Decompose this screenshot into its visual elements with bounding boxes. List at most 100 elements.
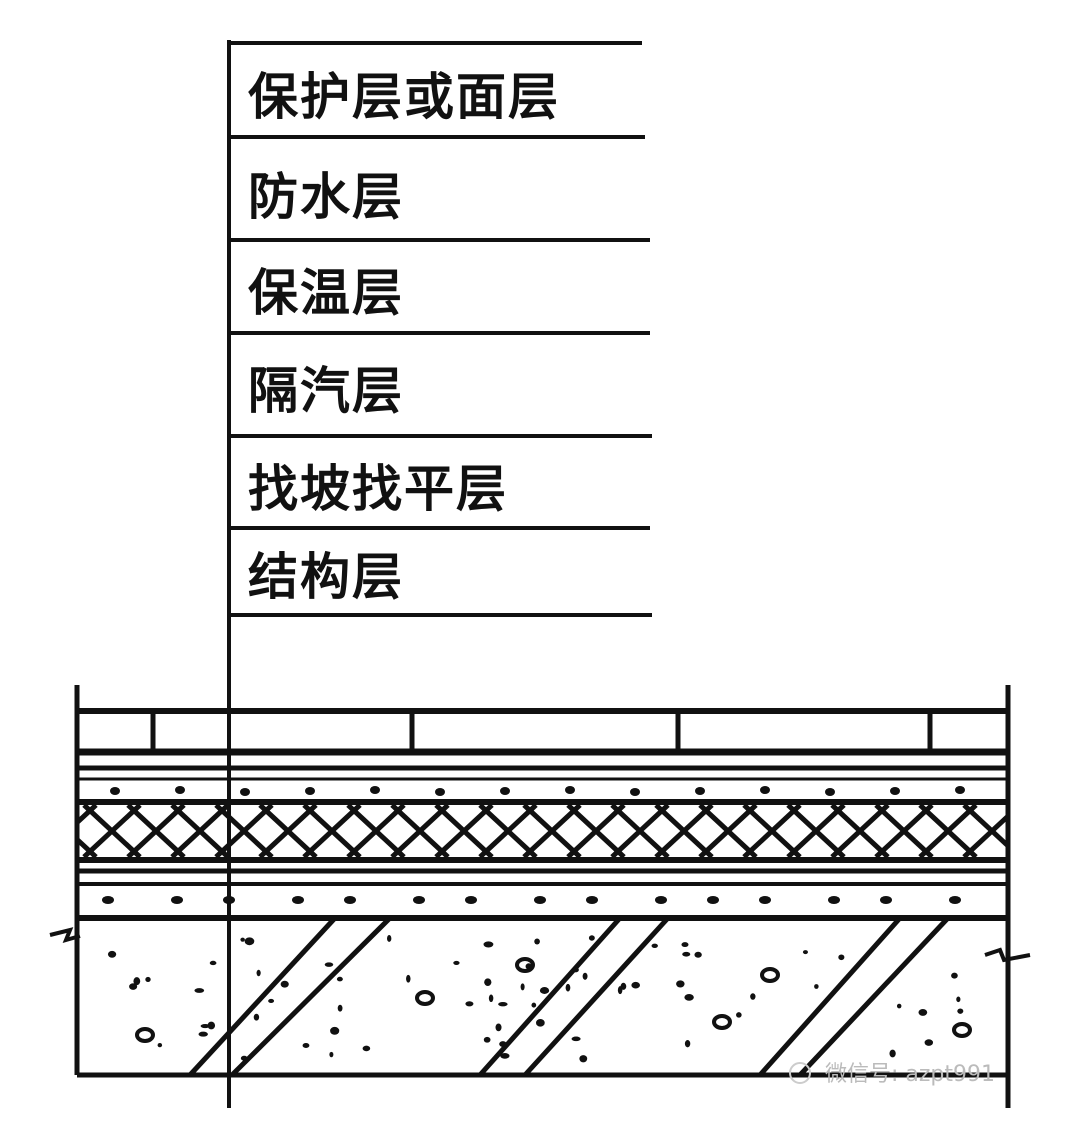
crosshatch-line bbox=[522, 803, 582, 859]
hatch-line bbox=[758, 916, 902, 1077]
aggregate-dot bbox=[500, 787, 510, 795]
layer-label-structural: 结构层 bbox=[248, 548, 404, 606]
aggregate-dot bbox=[240, 1055, 248, 1061]
hatch-line bbox=[188, 916, 337, 1077]
aggregate-dot bbox=[682, 951, 691, 957]
aggregate-dot bbox=[413, 896, 425, 904]
aggregate-dot bbox=[750, 993, 756, 1000]
watermark-text: 微信号: azpt991 bbox=[825, 1062, 995, 1087]
crosshatch-line bbox=[126, 803, 186, 859]
aggregate-dot bbox=[681, 942, 689, 948]
leader-lines bbox=[227, 40, 652, 1108]
crosshatch-line bbox=[874, 803, 934, 859]
crosshatch-line bbox=[1006, 853, 1008, 857]
aggregate-dot bbox=[684, 993, 694, 1001]
aggregate-dot bbox=[565, 983, 571, 992]
layer-label-vapor-barrier: 隔汽层 bbox=[248, 362, 404, 420]
crosshatch-line bbox=[170, 803, 230, 859]
aggregate-pebble bbox=[760, 967, 780, 983]
aggregate-dot bbox=[565, 786, 575, 794]
aggregate-dot bbox=[499, 1041, 507, 1047]
aggregate-pebble bbox=[415, 990, 435, 1006]
crosshatch-line bbox=[918, 803, 978, 859]
layer-label-waterproof: 防水层 bbox=[248, 168, 404, 226]
aggregate-dot bbox=[292, 896, 304, 904]
aggregate-dot bbox=[924, 1039, 934, 1046]
aggregate-dot bbox=[534, 938, 540, 945]
crosshatch-line bbox=[610, 803, 670, 859]
aggregate-dot bbox=[198, 1031, 208, 1037]
watermark: 微信号: azpt991 bbox=[789, 1062, 995, 1087]
aggregate-dot bbox=[102, 896, 114, 904]
aggregate-dot bbox=[200, 1024, 210, 1029]
crosshatch-line bbox=[478, 803, 538, 859]
aggregate-dot bbox=[107, 950, 117, 958]
aggregate-dot bbox=[465, 1001, 474, 1007]
aggregate-dot bbox=[951, 972, 958, 979]
aggregate-dot bbox=[759, 896, 771, 904]
aggregate-dot bbox=[324, 962, 334, 967]
aggregate-dot bbox=[495, 1023, 502, 1032]
aggregate-dot bbox=[694, 951, 702, 958]
aggregate-dot bbox=[535, 1019, 545, 1027]
aggregate-dot bbox=[539, 987, 550, 994]
crosshatch-line bbox=[1006, 805, 1008, 809]
section-drawing bbox=[49, 685, 1031, 1108]
crosshatch-line bbox=[786, 803, 846, 859]
aggregate-dot bbox=[268, 998, 275, 1004]
aggregate-dot bbox=[175, 786, 185, 794]
aggregate-dot bbox=[370, 786, 380, 794]
crosshatch-line bbox=[77, 835, 98, 859]
aggregate-dot bbox=[617, 986, 623, 995]
aggregate-dot bbox=[209, 960, 217, 966]
aggregate-dot bbox=[825, 788, 835, 796]
crosshatch-line bbox=[962, 812, 1008, 859]
aggregate-dot bbox=[676, 980, 685, 988]
aggregate-dot bbox=[651, 943, 658, 949]
aggregate-dot bbox=[586, 896, 598, 904]
aggregate-dot bbox=[571, 1036, 581, 1042]
aggregate-dot bbox=[579, 1055, 588, 1063]
aggregate-dot bbox=[194, 988, 205, 993]
aggregate-dot bbox=[329, 1051, 334, 1058]
aggregate-dot bbox=[838, 954, 845, 961]
aggregate-dot bbox=[880, 896, 892, 904]
crosshatch-line bbox=[566, 803, 626, 859]
wechat-icon bbox=[789, 1062, 811, 1084]
crosshatch-line bbox=[434, 803, 494, 859]
hatch-line bbox=[798, 916, 950, 1077]
aggregate-dot bbox=[253, 1013, 260, 1021]
aggregate-dot bbox=[707, 896, 719, 904]
insulation-crosshatch bbox=[77, 803, 1008, 859]
aggregate-dot bbox=[387, 934, 392, 942]
aggregate-dot bbox=[531, 1002, 537, 1008]
aggregate-dot bbox=[890, 787, 900, 795]
aggregate-dot bbox=[406, 974, 411, 983]
aggregate-pebble bbox=[135, 1027, 155, 1043]
aggregate-dot bbox=[484, 978, 492, 986]
aggregate-dot bbox=[344, 896, 356, 904]
aggregate-dot bbox=[695, 787, 705, 795]
aggregate-dot bbox=[828, 896, 840, 904]
aggregate-dot bbox=[889, 1049, 896, 1058]
aggregate-dot bbox=[630, 788, 640, 796]
aggregate-dot bbox=[256, 969, 261, 977]
layer-labels: 保护层或面层 防水层 保温层 隔汽层 找坡找平层 结构层 bbox=[248, 68, 560, 606]
layer-label-insulation: 保温层 bbox=[248, 264, 404, 322]
concrete-hatching bbox=[188, 916, 950, 1077]
aggregate-pebble bbox=[515, 957, 535, 973]
aggregate-dot bbox=[631, 981, 640, 989]
aggregate-dot bbox=[453, 960, 460, 965]
layer-label-slope-leveling: 找坡找平层 bbox=[248, 460, 508, 518]
break-mark-left bbox=[49, 927, 81, 944]
crosshatch-line bbox=[654, 803, 714, 859]
aggregate-dots bbox=[102, 786, 972, 1063]
aggregate-pebble bbox=[952, 1022, 972, 1038]
hatch-line bbox=[230, 916, 392, 1077]
aggregate-dot bbox=[488, 994, 494, 1003]
crosshatch-line bbox=[346, 803, 406, 859]
layer-label-protection: 保护层或面层 bbox=[248, 68, 560, 126]
aggregate-pebble bbox=[712, 1014, 732, 1030]
aggregate-dot bbox=[498, 1001, 508, 1007]
